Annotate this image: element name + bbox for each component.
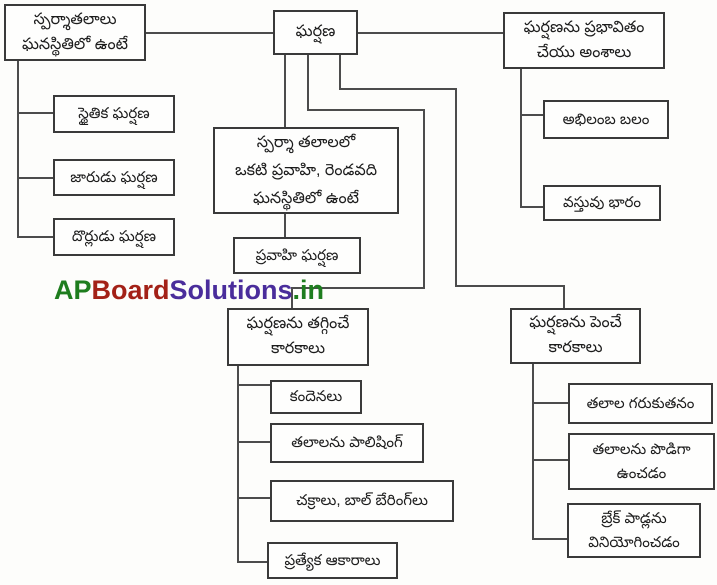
node-label: తలాలను పొడిగా [592, 441, 691, 459]
node-label: బ్రేక్ పాడ్లను [601, 510, 667, 528]
node-label: కారకాలు [270, 340, 326, 357]
connector-line [291, 287, 425, 289]
watermark-segment: .in [292, 275, 325, 305]
node-fluid-friction: ప్రవాహి ఘర్షణ [233, 237, 361, 274]
connector-line [19, 236, 53, 238]
connector-line [532, 364, 534, 540]
node-using-brake-pads: బ్రేక్ పాడ్లను వినియోగించడం [567, 503, 701, 558]
connector-line [455, 285, 565, 287]
node-label: కందెనలు [289, 388, 343, 406]
node-label: ఘర్షణను పెంచే [529, 314, 622, 332]
watermark-apboardsolutions: APBoardSolutions.in [54, 275, 324, 306]
connector-line [534, 538, 567, 540]
node-label: ఘనస్థితిలో ఉంటే [21, 35, 129, 53]
connector-line [237, 366, 239, 563]
watermark-segment: Board [91, 275, 170, 305]
connector-line [358, 32, 503, 34]
node-label: తలాలను పాలిషింగ్ [291, 434, 403, 452]
node-lubricants: కందెనలు [270, 380, 362, 414]
node-label: ఉంచడం [616, 464, 667, 482]
node-label: చేయు అంశాలు [536, 43, 632, 61]
node-factors-reducing-friction: ఘర్షణను తగ్గించే కారకాలు [227, 308, 369, 366]
node-factors-affecting-friction: ఘర్షణను ప్రభావితం చేయు అంశాలు [503, 12, 665, 69]
connector-line [239, 384, 270, 386]
node-static-friction: స్థైతిక ఘర్షణ [53, 95, 175, 133]
connector-line [17, 61, 19, 238]
connector-line [563, 285, 565, 308]
connector-line [239, 561, 267, 563]
connector-line [146, 32, 273, 34]
connector-line [284, 55, 286, 127]
connector-line [307, 109, 425, 111]
node-contact-surfaces-solid: స్పర్శాతలాలు ఘనస్థితిలో ఉంటే [4, 4, 146, 61]
node-label: చక్రాలు, బాల్ బేరింగ్‌లు [296, 492, 428, 510]
connector-line [534, 402, 568, 404]
connector-line [534, 459, 568, 461]
connector-line [19, 177, 53, 179]
connector-line [19, 112, 53, 114]
node-label: ఘర్షణను తగ్గించే [246, 315, 350, 333]
node-label: కారకాలు [548, 339, 603, 356]
connector-line [291, 287, 293, 308]
node-surface-roughness: తలాల గరుకుతనం [568, 383, 713, 424]
node-label: దొర్లుడు ఘర్షణ [71, 228, 157, 246]
node-label: స్థైతిక ఘర్షణ [78, 105, 150, 123]
connector-line [339, 88, 457, 90]
node-label: ఘర్షణ [295, 23, 336, 41]
connector-line [284, 214, 286, 237]
node-wheels-ball-bearings: చక్రాలు, బాల్ బేరింగ్‌లు [270, 480, 454, 522]
connector-line [423, 109, 425, 289]
node-fluid-solid-condition: స్పర్శా తలాలలో ఒకటి ప్రవాహి, రెండవది ఘనస… [213, 127, 399, 214]
node-label: స్పర్శా తలాలలో [256, 133, 356, 151]
node-sliding-friction: జారుడు ఘర్షణ [53, 159, 175, 196]
connector-line [239, 441, 270, 443]
node-object-weight: వస్తువు భారం [543, 185, 661, 221]
node-label: స్పర్శాతలాలు [33, 10, 117, 28]
watermark-segment: Solutions [169, 275, 293, 305]
node-label: ఘనస్థితిలో ఉంటే [252, 189, 360, 207]
node-normal-force: అభిలంబ బలం [543, 100, 669, 139]
connector-line [520, 69, 522, 208]
node-label: వినియోగించడం [588, 533, 680, 551]
connector-line [522, 206, 543, 208]
node-label: ఒకటి ప్రవాహి, రెండవది [234, 161, 378, 179]
node-friction: ఘర్షణ [273, 10, 358, 55]
node-special-shapes: ప్రత్యేక ఆకారాలు [267, 542, 398, 579]
node-label: తలాల గరుకుతనం [586, 394, 695, 412]
node-keep-surfaces-dry: తలాలను పొడిగా ఉంచడం [568, 433, 715, 490]
node-label: ప్రత్యేక ఆకారాలు [284, 551, 381, 569]
watermark-segment: AP [54, 275, 92, 305]
node-polishing-surfaces: తలాలను పాలిషింగ్ [270, 423, 424, 463]
node-factors-increasing-friction: ఘర్షణను పెంచే కారకాలు [510, 308, 641, 364]
connector-line [455, 88, 457, 287]
connector-line [307, 55, 309, 111]
connector-line [522, 114, 543, 116]
connector-line [339, 55, 341, 90]
node-label: వస్తువు భారం [562, 194, 642, 212]
node-rolling-friction: దొర్లుడు ఘర్షణ [53, 218, 175, 256]
node-label: ఘర్షణను ప్రభావితం [523, 18, 645, 36]
node-label: ప్రవాహి ఘర్షణ [255, 246, 339, 264]
connector-line [239, 497, 270, 499]
node-label: జారుడు ఘర్షణ [70, 168, 158, 186]
node-label: అభిలంబ బలం [562, 110, 650, 128]
